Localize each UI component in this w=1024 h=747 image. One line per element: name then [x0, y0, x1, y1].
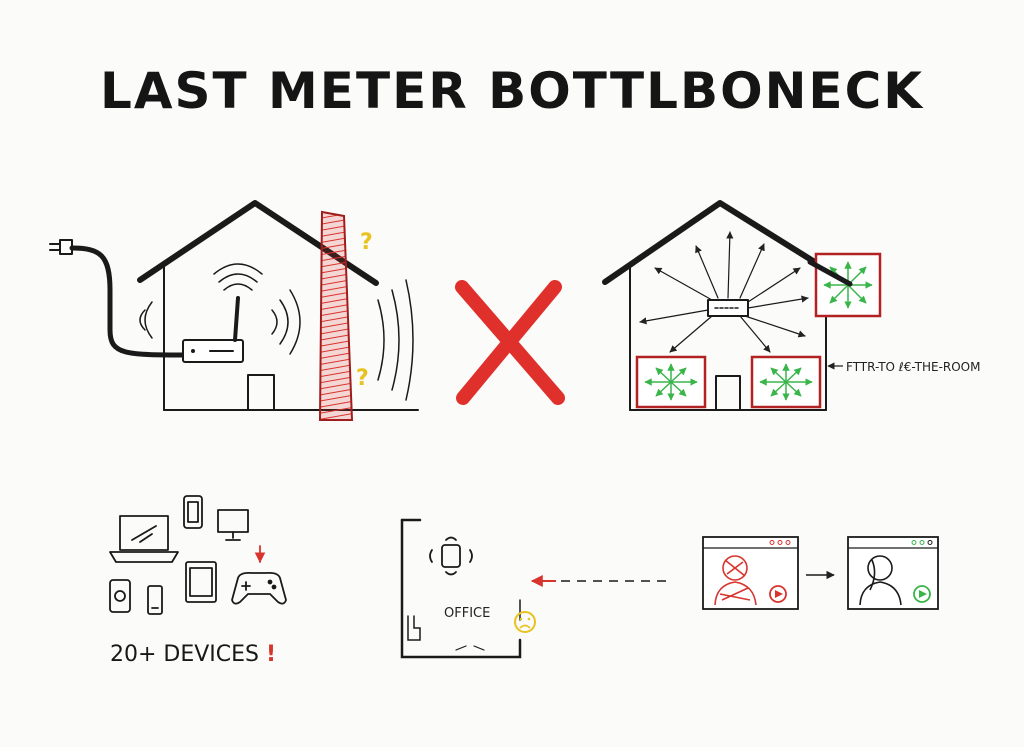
monitor-icon — [217, 509, 249, 541]
person-video-icon — [714, 555, 757, 606]
office-floorplan — [400, 518, 522, 659]
right-house — [602, 200, 853, 411]
devices-warning-mark: ! — [266, 642, 277, 667]
laptop-icon — [109, 515, 179, 563]
devices-label: 20+ DEVICES ! — [110, 642, 276, 667]
room-ap-bottom-left — [635, 355, 707, 409]
blocking-wall — [318, 210, 354, 421]
fiber-cable — [69, 245, 193, 358]
signal-spokes — [639, 231, 809, 353]
diagram-title: LAST METER BOTTLBONECK — [99, 62, 925, 120]
smartwatch-icon — [109, 579, 131, 613]
question-mark-bottom: ? — [356, 366, 369, 391]
gamepad-icon — [231, 571, 287, 605]
right-house-roof — [602, 200, 853, 287]
phone-icon — [183, 495, 203, 529]
mobile-icon — [147, 585, 163, 615]
question-mark-top: ? — [360, 230, 373, 255]
room-ap-bottom-right — [750, 355, 822, 409]
office-label: OFFICE — [444, 606, 491, 621]
person-video-icon — [859, 555, 902, 606]
left-house — [49, 200, 419, 411]
sad-face-icon — [514, 611, 536, 633]
devices-count: 20+ DEVICES — [110, 642, 260, 667]
wifi-signal-icon — [213, 263, 263, 291]
left-house-door — [247, 374, 275, 411]
video-window-buffering — [702, 536, 799, 610]
tablet-icon — [185, 561, 217, 603]
table-chairs-icon — [429, 536, 473, 576]
fttr-label: FTTR-TO ℓ€-THE-ROOM — [846, 360, 981, 374]
room-ap-top-right — [807, 252, 882, 318]
right-house-door — [715, 375, 741, 411]
cross-mark-icon — [455, 280, 565, 405]
video-window-smooth — [847, 536, 939, 610]
chair-icon — [407, 615, 421, 641]
devices-cluster — [109, 495, 287, 615]
router-antenna — [233, 296, 240, 342]
